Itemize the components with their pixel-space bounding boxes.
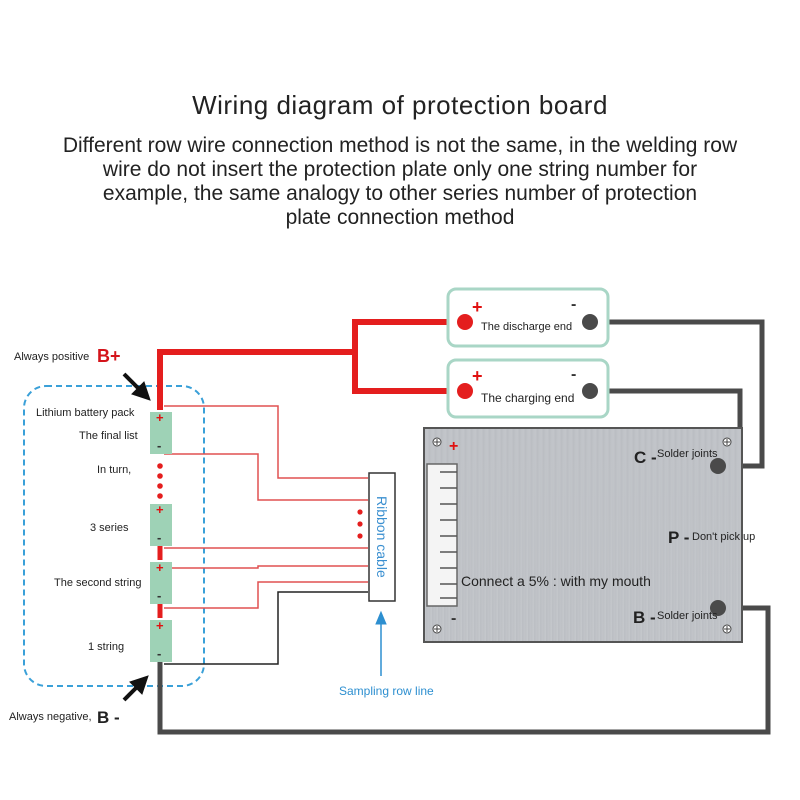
- charging-minus-terminal: [582, 383, 598, 399]
- charging-minus-sign: -: [571, 366, 577, 383]
- final-list-label: The final list: [79, 430, 138, 442]
- cell-2-plus: +: [156, 560, 164, 575]
- sampling-wires: [164, 405, 368, 609]
- ribbon-cable-label: Ribbon cable: [374, 496, 390, 578]
- description-line: Different row wire connection method is …: [62, 134, 738, 157]
- board-plus-sign: +: [449, 438, 459, 455]
- description: Different row wire connection method is …: [0, 134, 800, 230]
- cell-3: [150, 504, 172, 546]
- always-positive-label: Always positive: [14, 351, 90, 363]
- cell-3-plus: +: [156, 502, 164, 517]
- board-minus-sign: -: [451, 610, 457, 627]
- bplus-arrow: [122, 372, 151, 401]
- sampling-wire-black: [164, 591, 368, 665]
- cell-final: [150, 412, 172, 454]
- c-solder-joint: [710, 458, 726, 474]
- cell-1-minus: -: [157, 646, 162, 661]
- protection-board: [423, 427, 743, 643]
- discharge-plus-terminal: [457, 314, 473, 330]
- discharge-minus-terminal: [582, 314, 598, 330]
- positive-wires: [157, 319, 465, 410]
- b-minus-label: B -: [97, 708, 120, 727]
- board-screw-crosses: [434, 439, 730, 632]
- b-plus-label: B+: [97, 346, 121, 366]
- three-series-label: 3 series: [90, 522, 129, 534]
- description-line: example, the same analogy to other serie…: [102, 182, 698, 205]
- description-line: plate connection method: [285, 206, 515, 229]
- second-string-label: The second string: [54, 577, 142, 589]
- cell-1-plus: +: [156, 618, 164, 633]
- sampling-row-line-label: Sampling row line: [339, 684, 434, 698]
- ribbon-cable-box: [368, 472, 396, 602]
- cell-2: [150, 562, 172, 604]
- cell-final-minus: -: [157, 438, 162, 453]
- discharge-box: [446, 287, 610, 348]
- b-minus-board-label: B -: [633, 608, 656, 627]
- p-dont-pick-label: Don't pick up: [692, 531, 756, 543]
- charging-box: [446, 358, 610, 419]
- b-solder-joint: [710, 600, 726, 616]
- p-minus-label: P -: [668, 528, 690, 547]
- c-minus-label: C -: [634, 448, 657, 467]
- page-title: Wiring diagram of protection board: [192, 90, 608, 120]
- cell-2-minus: -: [157, 588, 162, 603]
- description-line: wire do not insert the protection plate …: [102, 158, 698, 181]
- discharge-end-label: The discharge end: [481, 321, 573, 333]
- one-string-label: 1 string: [88, 641, 125, 653]
- sampling-arrow: [375, 610, 387, 676]
- charging-end-label: The charging end: [481, 391, 575, 405]
- cell-3-minus: -: [157, 530, 162, 545]
- lithium-pack-label: Lithium battery pack: [36, 407, 135, 419]
- charging-plus-sign: +: [472, 366, 483, 386]
- connect-text: Connect a 5% : with my mouth: [461, 573, 651, 589]
- discharge-minus-sign: -: [571, 296, 577, 313]
- ribbon-dots: [357, 509, 363, 539]
- bminus-arrow: [122, 675, 149, 702]
- always-negative-label: Always negative,: [9, 711, 92, 723]
- cell-dots: [157, 463, 163, 499]
- b-solder-label: Solder joints: [657, 610, 718, 622]
- cell-1: [150, 620, 172, 662]
- cell-final-plus: +: [156, 410, 164, 425]
- c-solder-label: Solder joints: [657, 448, 718, 460]
- charging-plus-terminal: [457, 383, 473, 399]
- cells: [150, 412, 172, 662]
- discharge-plus-sign: +: [472, 297, 483, 317]
- board-connector: [426, 463, 458, 607]
- in-turn-label: In turn,: [97, 464, 132, 476]
